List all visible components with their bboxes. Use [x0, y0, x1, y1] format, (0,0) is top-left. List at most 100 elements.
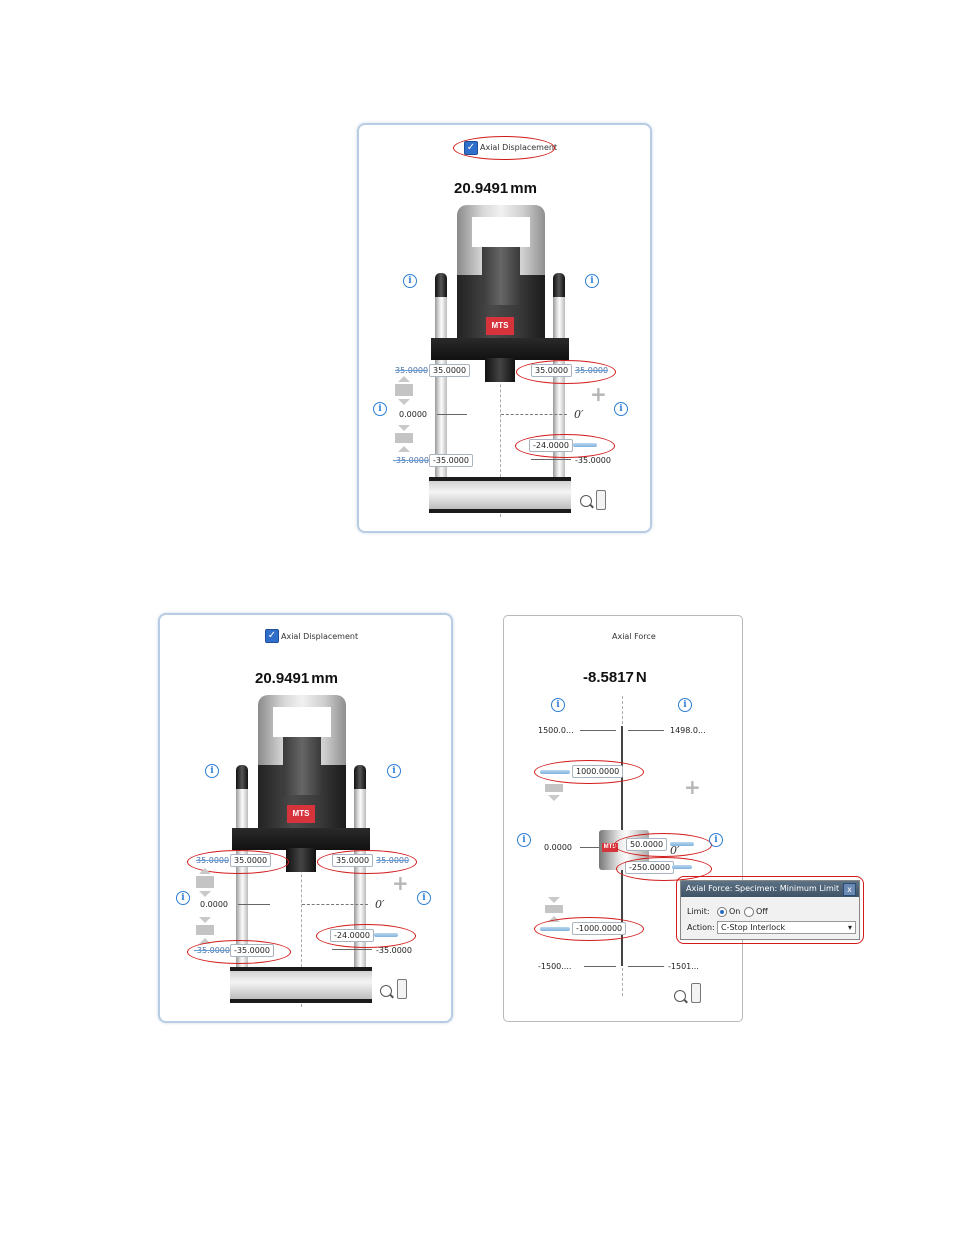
info-icon[interactable]: i: [517, 833, 531, 847]
highlight-oval: [534, 917, 644, 941]
upper-bar: [196, 876, 214, 888]
arrow-up-icon[interactable]: [199, 938, 211, 944]
arrow-up-icon[interactable]: [398, 376, 410, 382]
mts-logo: MTS: [602, 843, 618, 852]
highlight-oval: [614, 833, 712, 857]
mts-logo: MTS: [287, 805, 315, 823]
add-icon[interactable]: +: [684, 775, 701, 799]
limit-label: Limit:: [687, 907, 710, 916]
axial-displacement-checkbox[interactable]: ✓: [265, 629, 279, 643]
limit-on-radio[interactable]: [717, 907, 727, 917]
add-icon[interactable]: +: [590, 382, 607, 406]
highlight-oval: [317, 850, 417, 874]
reading-value: -8.5817: [583, 669, 634, 686]
lower-left-limit-field[interactable]: -35.0000: [429, 454, 473, 467]
upper-bar: [545, 784, 563, 792]
highlight-oval: [453, 136, 555, 160]
upper-left-limit-field[interactable]: 35.0000: [429, 364, 471, 377]
column-cap-right: [354, 765, 366, 789]
head-actuator: [482, 247, 520, 305]
zero-marker: 0′: [375, 898, 385, 911]
arrow-down-icon[interactable]: [398, 425, 410, 431]
machine-base: [230, 967, 372, 1003]
highlight-popup-oval: [676, 876, 864, 944]
info-icon[interactable]: i: [709, 833, 723, 847]
arrow-down-icon[interactable]: [199, 891, 211, 897]
scroll-icon[interactable]: [397, 979, 407, 999]
arrow-down-icon[interactable]: [398, 399, 410, 405]
bottom-right-label: -1501...: [668, 962, 699, 971]
reading-value: 20.9491: [454, 180, 509, 197]
top-line-left: [580, 730, 616, 731]
zero-label: 0.0000: [544, 843, 572, 852]
head-actuator: [283, 737, 321, 795]
column-left: [435, 297, 447, 477]
zero-line-left: [238, 904, 270, 905]
popup-title: Axial Force: Specimen: Minimum Limit: [686, 884, 840, 893]
action-select[interactable]: C-Stop Interlock: [717, 921, 856, 934]
info-icon[interactable]: i: [678, 698, 692, 712]
scroll-icon[interactable]: [691, 983, 701, 1003]
reading-unit: mm: [311, 670, 338, 687]
info-icon[interactable]: i: [176, 891, 190, 905]
top-left-label: 1500.0...: [538, 726, 574, 735]
info-icon[interactable]: i: [403, 274, 417, 288]
lower-left-label: -35.0000: [393, 456, 429, 465]
info-icon[interactable]: i: [551, 698, 565, 712]
zero-marker: 0′: [574, 408, 584, 421]
arrow-down-icon[interactable]: [199, 917, 211, 923]
highlight-oval: [534, 760, 644, 784]
info-icon[interactable]: i: [373, 402, 387, 416]
head-window: [472, 217, 530, 247]
bottom-line-left: [584, 966, 616, 967]
limit-on-label: On: [729, 907, 741, 916]
info-icon[interactable]: i: [614, 402, 628, 416]
lower-right-label: -35.0000: [575, 456, 611, 465]
mts-logo: MTS: [486, 317, 514, 335]
action-label: Action:: [687, 923, 715, 932]
zoom-icon[interactable]: [580, 495, 592, 507]
highlight-oval: [187, 850, 289, 874]
column-cap-left: [435, 273, 447, 297]
crosshead: [431, 338, 569, 360]
bottom-left-label: -1500....: [538, 962, 572, 971]
upper-bar: [395, 384, 413, 396]
info-icon[interactable]: i: [205, 764, 219, 778]
reading-unit: mm: [510, 180, 537, 197]
info-icon[interactable]: i: [387, 764, 401, 778]
arrow-down-icon[interactable]: [548, 897, 560, 903]
lower-line-right: [531, 459, 571, 460]
highlight-oval: [515, 434, 615, 458]
zoom-icon[interactable]: [380, 985, 392, 997]
limit-off-radio[interactable]: [744, 907, 754, 917]
info-icon[interactable]: i: [417, 891, 431, 905]
piston: [286, 848, 316, 872]
popup-title-bar: Axial Force: Specimen: Minimum Limit x: [681, 881, 859, 897]
zero-label: 0.0000: [399, 410, 427, 419]
lower-bar: [395, 433, 413, 443]
zoom-icon[interactable]: [674, 990, 686, 1002]
close-icon[interactable]: x: [843, 883, 856, 896]
highlight-oval: [187, 940, 291, 964]
arrow-up-icon[interactable]: [199, 868, 211, 874]
highlight-oval: [516, 360, 616, 384]
zero-line-left: [437, 414, 467, 415]
limit-off-label: Off: [756, 907, 768, 916]
info-icon[interactable]: i: [585, 274, 599, 288]
crosshead: [232, 828, 370, 850]
lower-right-label: -35.0000: [376, 946, 412, 955]
lower-bar: [545, 905, 563, 913]
highlight-oval: [316, 924, 416, 948]
reading-unit: N: [635, 669, 647, 686]
arrow-down-icon[interactable]: [548, 795, 560, 801]
scroll-icon[interactable]: [596, 490, 606, 510]
zero-dash: [302, 904, 368, 905]
add-icon[interactable]: +: [392, 871, 409, 895]
arrow-up-icon[interactable]: [398, 446, 410, 452]
